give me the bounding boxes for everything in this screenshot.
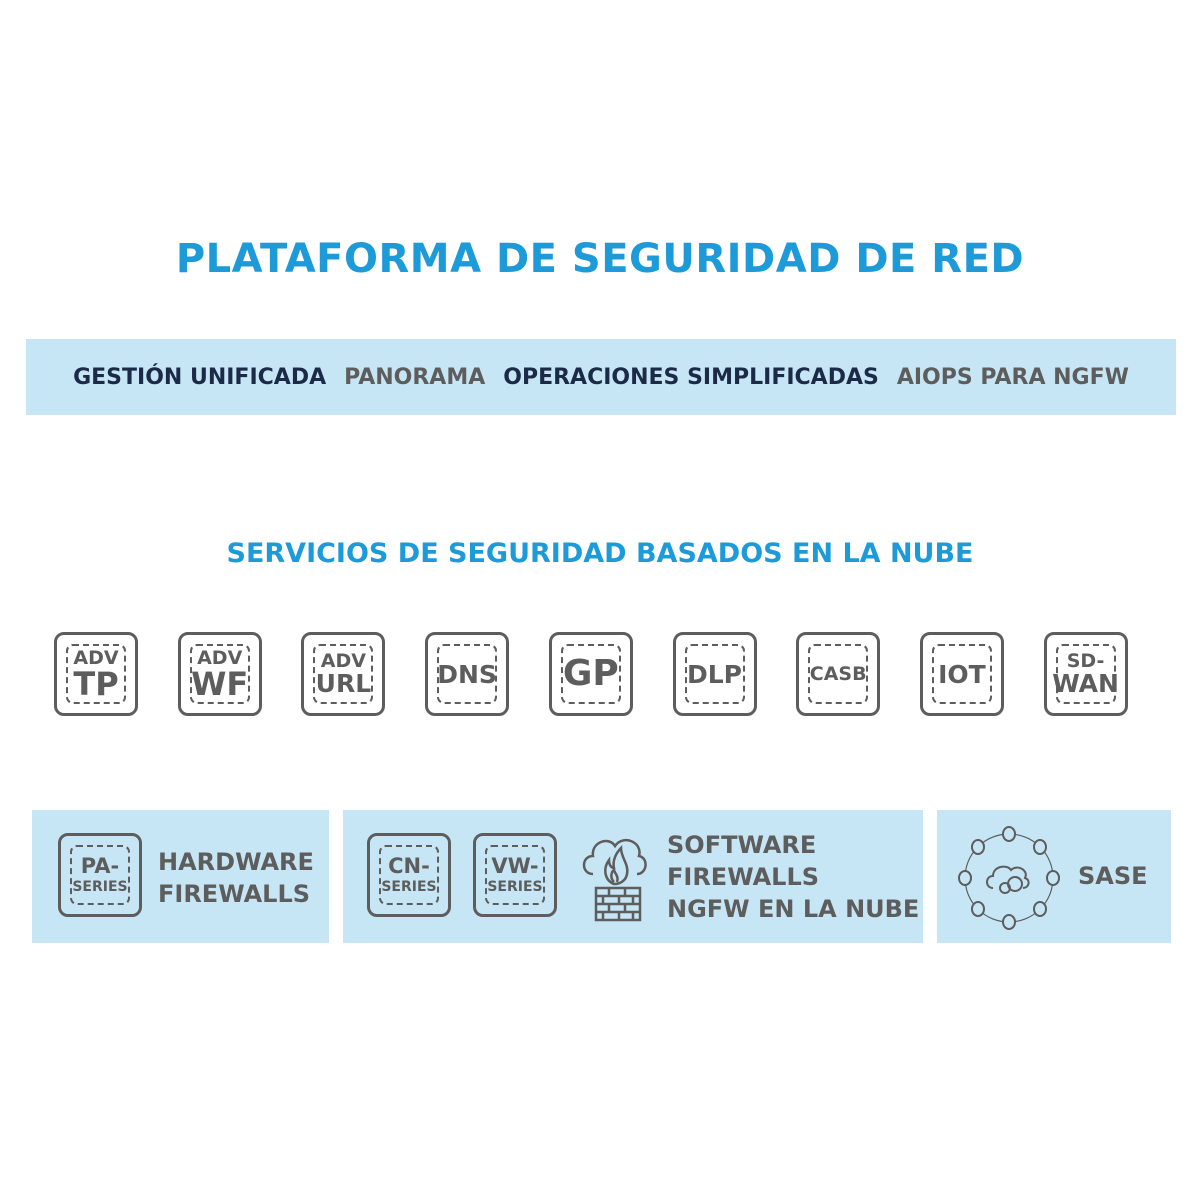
cloud-firewall-icon [582,838,647,922]
software-label: SOFTWARE FIREWALLS NGFW EN LA NUBE [667,829,919,925]
page-title: PLATAFORMA DE SEGURIDAD DE RED [175,236,1025,282]
service-tile-top: SD- [1066,650,1105,672]
tile-bottom: SERIES [487,879,543,895]
vw-series-icon: VW-SERIES [473,833,557,917]
band-item-simplified-operations: OPERACIONES SIMPLIFICADAS [503,364,879,390]
tile-bottom: SERIES [381,879,437,895]
software-firewalls-panel: CN-SERIES VW-SERIES SOFTWARE FIREWALLS N… [343,810,923,943]
service-tile-label: WAN [1052,669,1119,698]
hardware-firewalls-panel: PA-SERIES HARDWARE FIREWALLS [32,810,329,943]
service-tile-dns: DNS [425,632,510,716]
hardware-label: HARDWARE FIREWALLS [158,846,314,910]
tile-bottom: SERIES [72,879,128,895]
service-tile-label: CASB [809,662,867,685]
service-tile-label: IOT [938,659,986,689]
tile-top: PA- [80,854,120,878]
service-tile-label: DNS [437,659,497,689]
service-tile-dlp: DLP [672,632,757,716]
service-tile-gp: GP [548,632,633,716]
tile-top: CN- [388,854,430,878]
hardware-line2: FIREWALLS [158,880,311,908]
sase-panel: SASE [937,810,1171,943]
service-tile-label: WF [191,664,249,703]
software-line1: SOFTWARE [667,831,817,859]
band-item-aiops: AIOPS PARA NGFW [896,364,1129,390]
management-band: GESTIÓN UNIFICADA PANORAMA OPERACIONES S… [26,339,1176,415]
service-tile-label: GP [562,653,619,694]
service-tile-top: ADV [73,646,119,669]
service-tile-casb: CASB [796,632,881,716]
hardware-line1: HARDWARE [158,848,314,876]
pa-series-icon: PA-SERIES [58,833,142,917]
software-line2: FIREWALLS [667,863,820,891]
band-item-unified-management: GESTIÓN UNIFICADA [73,364,327,390]
sase-network-icon [958,826,1060,930]
service-tile-top: ADV [197,646,243,669]
service-tile-wan: SD-WAN [1043,632,1128,716]
band-item-panorama: PANORAMA [344,364,486,390]
tile-top: VW- [491,854,539,878]
cn-series-icon: CN-SERIES [367,833,451,917]
sase-label: SASE [1078,862,1148,890]
service-tile-top: ADV [320,650,366,672]
service-tile-label: URL [315,669,372,698]
services-title: SERVICIOS DE SEGURIDAD BASADOS EN LA NUB… [226,538,974,569]
service-tile-label: TP [73,664,119,703]
service-tile-label: DLP [686,659,742,689]
software-line3: NGFW EN LA NUBE [667,895,920,923]
service-tile-iot: IOT [919,632,1004,716]
